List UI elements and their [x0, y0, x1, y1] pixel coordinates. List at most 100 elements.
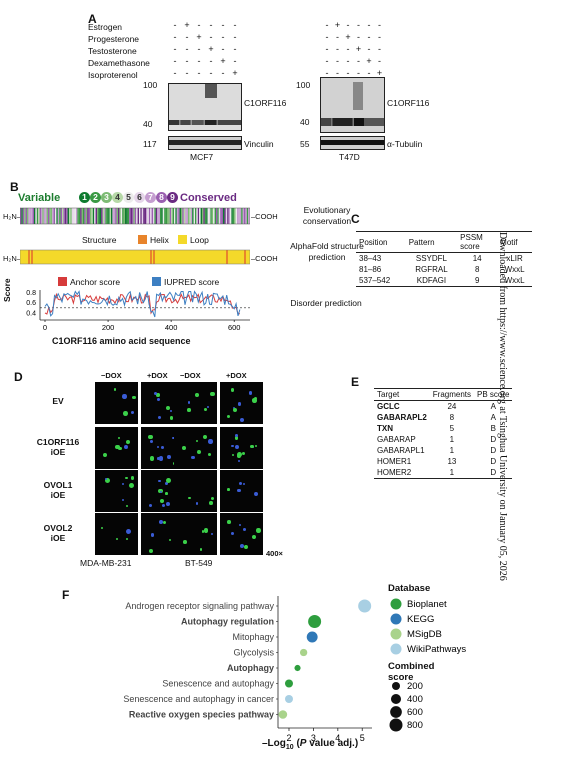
treat-cell-left: - — [170, 44, 180, 54]
cell-dot — [252, 398, 256, 402]
legend-db-swatch — [391, 629, 402, 640]
band-100 — [205, 84, 217, 98]
cons-bar — [216, 208, 217, 224]
cons-bar — [168, 208, 169, 224]
treat-cell-left: - — [194, 68, 204, 78]
cell-dot — [118, 447, 121, 450]
cons-bar — [35, 208, 36, 224]
treatment-4: Dexamethasone — [88, 58, 150, 68]
cell-dot — [208, 453, 211, 456]
cons-bar — [175, 208, 176, 224]
treat-cell-left: - — [218, 32, 228, 42]
cell-dot — [165, 492, 168, 495]
cell-dot — [211, 497, 214, 500]
cons-bar — [47, 208, 48, 224]
treat-cell-right: - — [322, 44, 332, 54]
treat-cell-right: - — [333, 56, 343, 66]
cell-dot — [203, 435, 207, 439]
cons-bar — [132, 208, 133, 224]
treatment-3: Testosterone — [88, 46, 137, 56]
af-helix — [31, 250, 33, 264]
micrograph — [95, 382, 138, 424]
cons-bar — [100, 208, 101, 224]
cons-bar — [181, 208, 182, 224]
cons-bar — [73, 208, 74, 224]
cons-bar — [66, 208, 67, 224]
cons-bar — [145, 208, 146, 224]
cell-dot — [255, 445, 257, 447]
cons-bar — [210, 208, 211, 224]
treat-cell-left: - — [170, 20, 180, 30]
treat-cell-left: - — [206, 68, 216, 78]
cons-bar — [194, 208, 195, 224]
cons-bar — [82, 208, 83, 224]
treat-cell-left: - — [206, 56, 216, 66]
treat-cell-right: - — [322, 56, 332, 66]
cons-bar — [84, 208, 85, 224]
cons-bar — [196, 208, 197, 224]
cons-bar — [97, 208, 98, 224]
cons-bar — [149, 208, 150, 224]
cons-bar — [209, 208, 210, 224]
cell-dot — [254, 492, 258, 496]
cell-dot — [239, 524, 242, 527]
cell-dot — [149, 549, 153, 553]
cons-bar — [23, 208, 24, 224]
table-cell: D — [474, 434, 512, 445]
cell-dot — [162, 504, 166, 508]
table-cell: GCLC — [374, 401, 430, 413]
cell-dot — [235, 434, 238, 437]
anchor-swatch — [58, 277, 67, 286]
cons-bar — [108, 208, 109, 224]
cell-dot — [163, 521, 166, 524]
dox-condition: −DOX — [101, 371, 122, 380]
treat-cell-left: + — [182, 20, 192, 30]
cell-dot — [232, 454, 235, 457]
cell-dot — [196, 440, 198, 442]
cons-bar — [154, 208, 155, 224]
cell-line-label: BT-549 — [185, 558, 212, 568]
cell-dot — [169, 539, 171, 541]
cons-bar — [156, 208, 157, 224]
cons-bar — [128, 208, 129, 224]
treat-cell-left: - — [182, 68, 192, 78]
legend-db-title: Database — [388, 583, 430, 594]
cons-bar — [202, 208, 203, 224]
cell-line-label: MDA-MB-231 — [80, 558, 131, 568]
cons-bar — [243, 208, 244, 224]
cons-bar — [138, 208, 139, 224]
table-cell: HOMER2 — [374, 467, 430, 479]
af-helix — [153, 250, 155, 264]
cons-bar — [90, 208, 91, 224]
cell-dot — [149, 504, 152, 507]
cons-bar — [118, 208, 119, 224]
enrichment-point — [358, 600, 371, 613]
cons-bar — [38, 208, 39, 224]
treat-cell-left: + — [230, 68, 240, 78]
cell-dot — [188, 401, 190, 403]
treat-cell-left: - — [182, 44, 192, 54]
cons-bar — [115, 208, 116, 224]
treat-cell-right: - — [333, 32, 343, 42]
cons-bar — [131, 208, 132, 224]
cons-bar — [34, 208, 35, 224]
table-header: Target — [374, 389, 430, 401]
treat-cell-right: - — [375, 56, 385, 66]
treat-cell-right: + — [375, 68, 385, 78]
cons-bar — [173, 208, 174, 224]
cell-dot — [126, 529, 131, 534]
cell-dot — [156, 393, 160, 397]
cons-bar — [219, 208, 220, 224]
category-label: Senescence and autophagy in cancer — [123, 694, 274, 704]
treat-cell-left: - — [170, 32, 180, 42]
cons-bar — [76, 208, 77, 224]
conservation-track — [20, 206, 250, 226]
cons-bar — [80, 208, 81, 224]
treat-cell-right: - — [375, 32, 385, 42]
legend-db-label: WikiPathways — [407, 644, 466, 655]
table-cell: KDFAGI — [406, 275, 457, 287]
cons-bar — [189, 208, 190, 224]
